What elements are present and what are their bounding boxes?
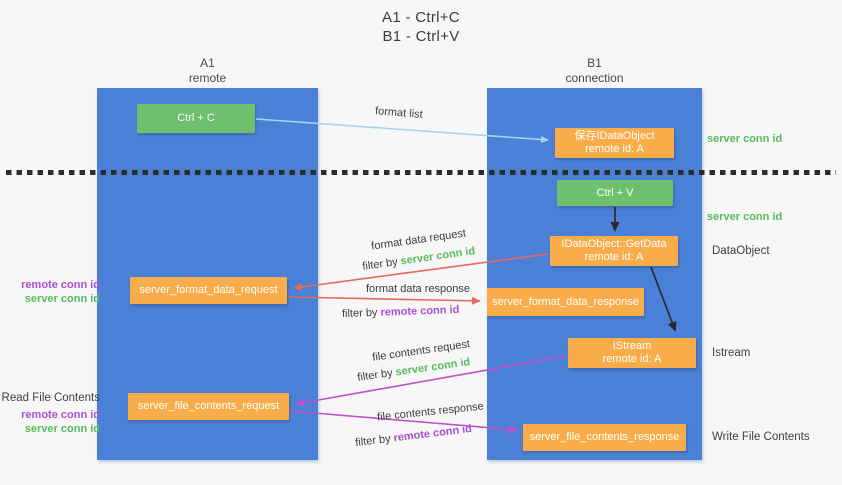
remote-conn-id-left-label-1: remote conn id [21, 279, 100, 291]
write-file-contents-label: Write File Contents [712, 431, 810, 443]
istream-line2: remote id: A [602, 353, 662, 365]
read-file-contents-label: Read File Contents [1, 392, 100, 404]
file-contents-response-label: file contents response [376, 400, 485, 424]
getdata-line1: IDataObject::GetData [561, 238, 667, 250]
filter-by-remote-conn-id-label-1: filter by remote conn id [342, 304, 460, 321]
server-conn-id-text: server conn id [399, 245, 476, 268]
server-file-contents-response-label: server_file_contents_response [529, 431, 680, 443]
column-a1-header: A1 remote [97, 56, 318, 86]
remote-conn-id-text: remote conn id [380, 303, 460, 319]
column-a1-name: A1 [200, 56, 215, 70]
column-a1-subtitle: remote [188, 71, 227, 85]
getdata-box: IDataObject::GetData remote id: A [550, 236, 678, 266]
format-list-label: format list [374, 105, 424, 121]
filter-by-text: filter by [354, 432, 395, 450]
diagram-title: A1 - Ctrl+C B1 - Ctrl+V [0, 8, 842, 46]
filter-by-text: filter by [341, 306, 381, 321]
separator-dotted-line [6, 170, 836, 175]
dataobject-label: DataObject [712, 245, 770, 257]
getdata-line2: remote id: A [584, 251, 644, 263]
istream-side-label: Istream [712, 347, 751, 359]
remote-conn-id-left-label-2: remote conn id [21, 409, 100, 421]
server-format-data-request-label: server_format_data_request [139, 284, 278, 296]
title-line-2: B1 - Ctrl+V [382, 28, 460, 45]
ctrl-c-box: Ctrl + C [137, 104, 255, 133]
server-conn-id-left-label-2: server conn id [24, 423, 100, 435]
format-request-conn-ids-label: remote conn id server conn id [4, 278, 100, 306]
column-b1-name: B1 [587, 56, 602, 70]
istream-box: IStream remote id: A [568, 338, 696, 368]
server-conn-id-right-label-1: server conn id [707, 133, 783, 145]
server-file-contents-response-box: server_file_contents_response [523, 424, 686, 451]
title-line-1: A1 - Ctrl+C [382, 9, 460, 26]
server-file-contents-request-box: server_file_contents_request [128, 393, 289, 420]
save-dataobject-box: 保存IDataObject remote id: A [555, 128, 674, 158]
format-data-response-label: format data response [366, 283, 470, 295]
ctrl-v-label: Ctrl + V [596, 186, 634, 199]
save-dataobject-line1: 保存IDataObject [574, 130, 655, 142]
server-format-data-response-box: server_format_data_response [487, 288, 644, 316]
filter-by-text: filter by [356, 366, 397, 384]
save-dataobject-line2: remote id: A [585, 143, 644, 155]
filter-by-remote-conn-id-label-2: filter by remote conn id [355, 423, 473, 450]
column-b1-subtitle: connection [565, 71, 624, 85]
ctrl-c-label: Ctrl + C [177, 112, 215, 124]
column-b1-header: B1 connection [487, 56, 702, 86]
server-conn-id-right-label-2: server conn id [707, 211, 783, 223]
server-format-data-response-label: server_format_data_response [492, 295, 639, 308]
read-file-contents-group: Read File Contents remote conn id server… [0, 391, 100, 436]
istream-line1: IStream [612, 340, 652, 352]
server-file-contents-request-label: server_file_contents_request [137, 400, 280, 412]
server-format-data-request-box: server_format_data_request [130, 277, 287, 304]
ctrl-v-box: Ctrl + V [557, 180, 673, 206]
remote-conn-id-text: remote conn id [392, 422, 473, 445]
server-conn-id-left-label-1: server conn id [24, 293, 100, 305]
filter-by-text: filter by [361, 255, 402, 273]
